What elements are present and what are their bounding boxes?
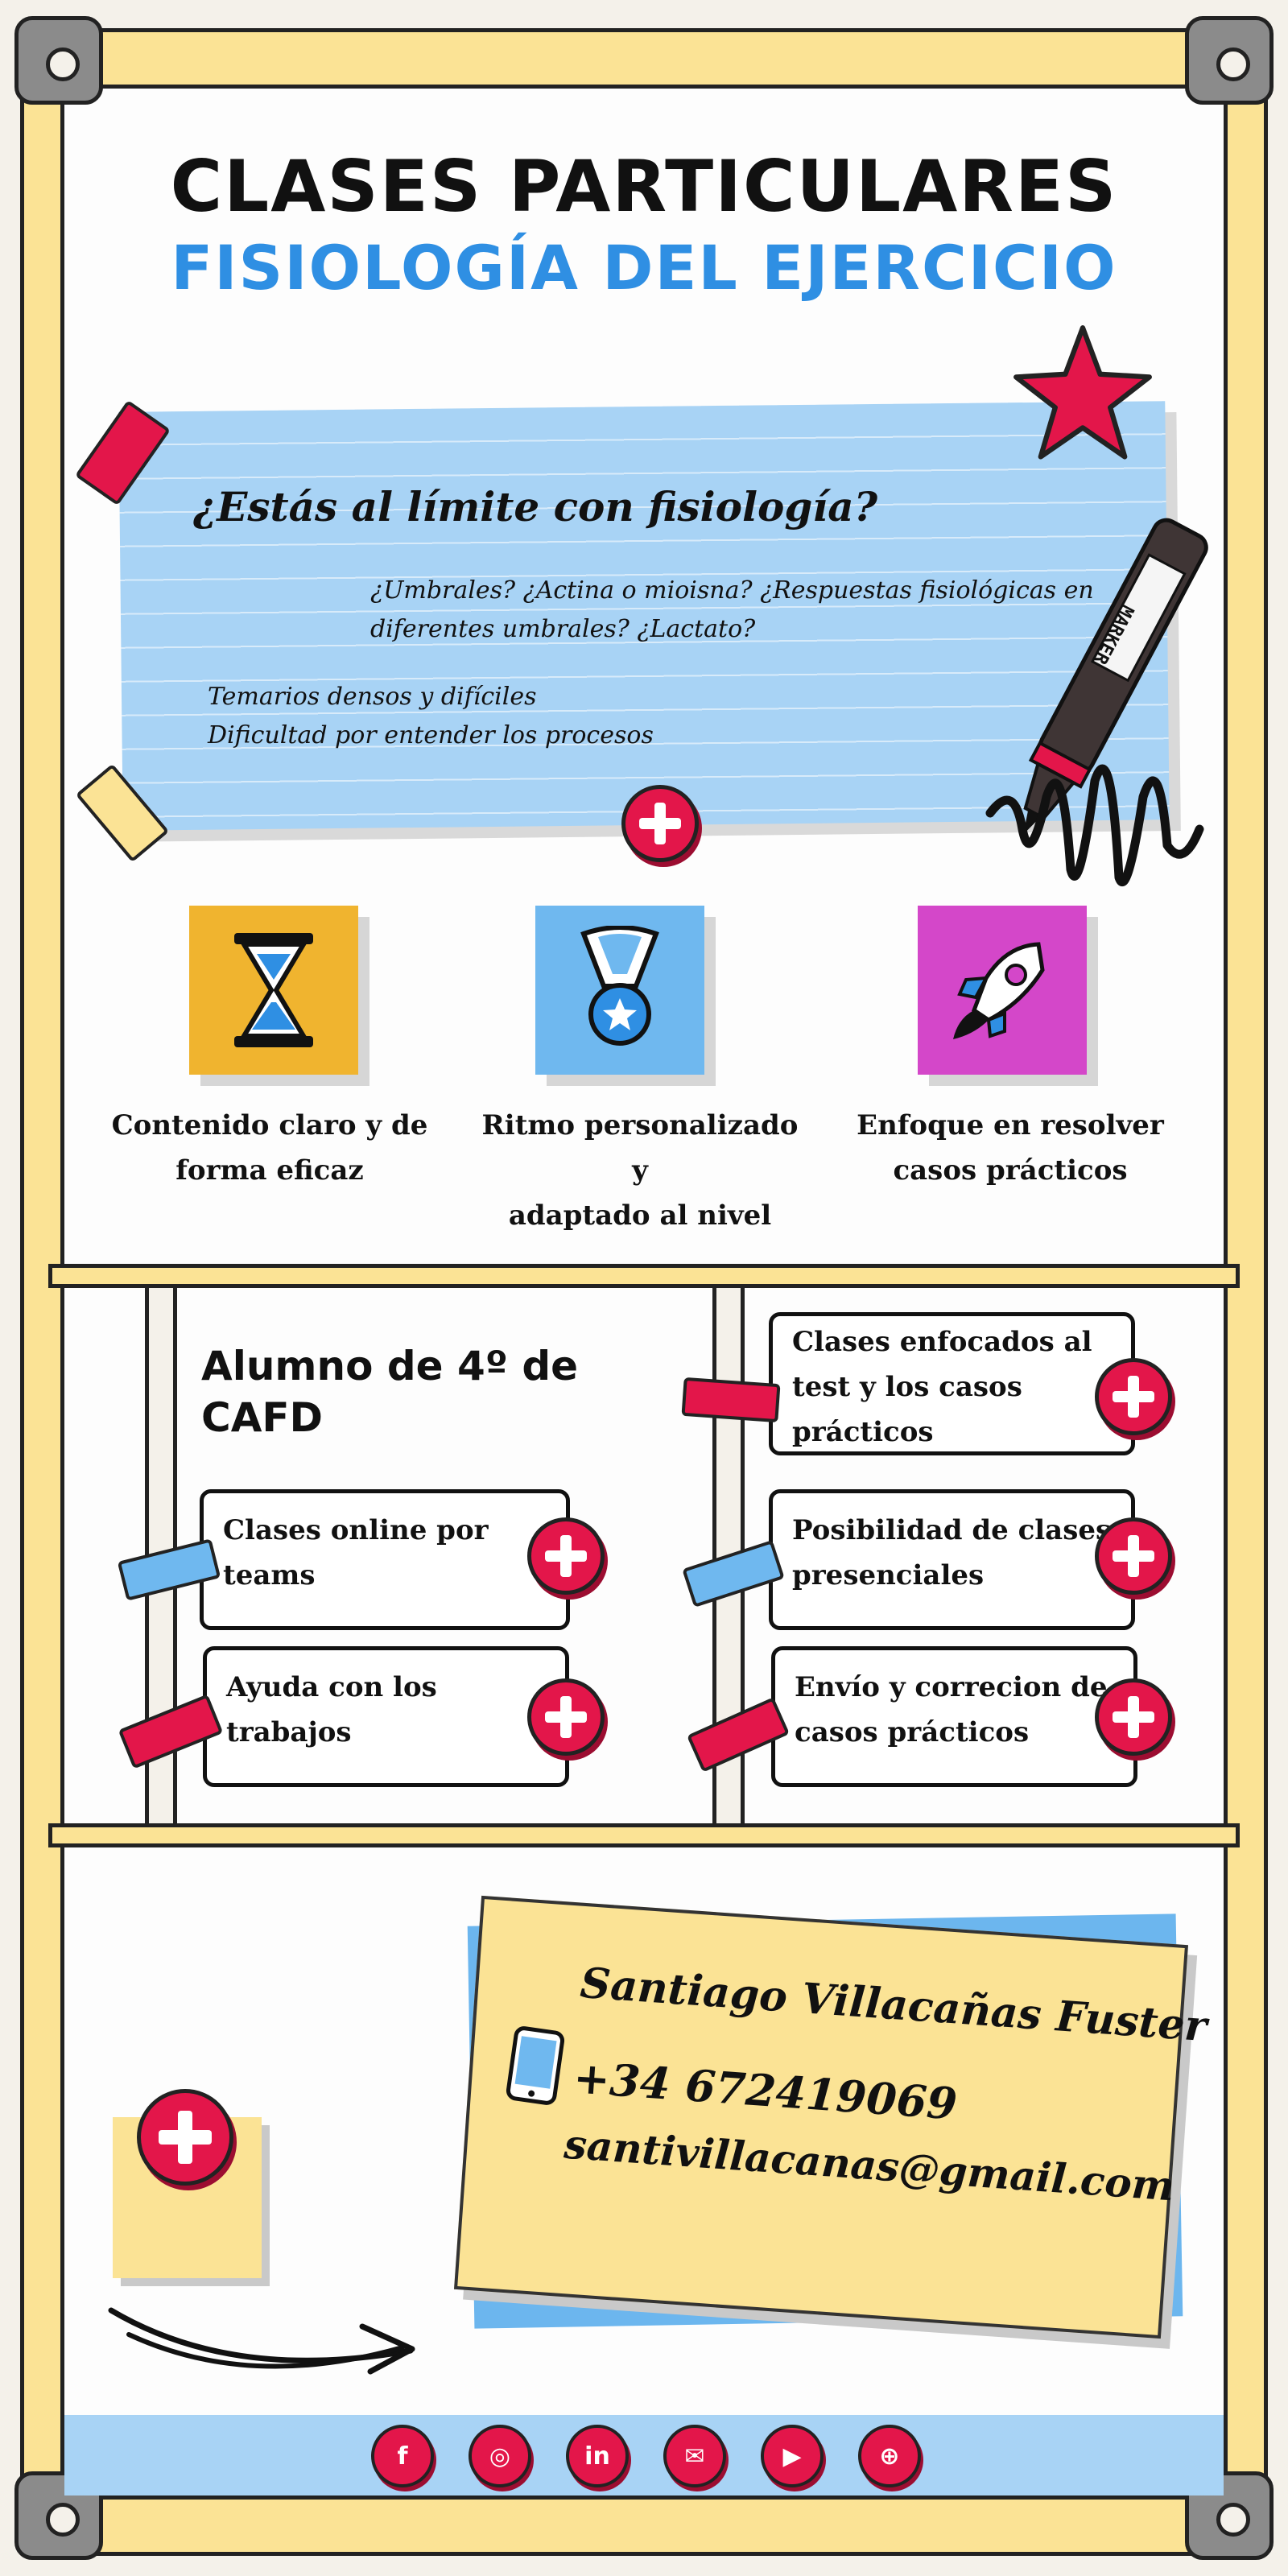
marker-pen-icon: MARKER: [985, 518, 1208, 887]
corner-bolt-top-left: [14, 16, 103, 105]
phone-icon: [506, 2026, 565, 2105]
service-card-in-person[interactable]: Posibilidad de clases presenciales: [769, 1489, 1135, 1630]
social-glyph: f: [397, 2442, 408, 2471]
card-line: trabajos: [226, 1716, 352, 1748]
frame-right-bar: [1224, 48, 1268, 2536]
card-line: test y los casos: [792, 1371, 1022, 1403]
social-glyph: ✉: [684, 2442, 705, 2471]
card-line: Envío y correcion de: [795, 1671, 1108, 1703]
plus-button-note[interactable]: [137, 2089, 233, 2186]
star-icon: [1013, 325, 1152, 460]
intro-topics: ¿Umbrales? ¿Actina o mioisna? ¿Respuesta…: [370, 576, 1094, 643]
swoosh-arrow-icon: [108, 2307, 415, 2375]
pain-item: Temarios densos y difíciles: [208, 683, 537, 711]
plus-button-test-focus[interactable]: [1095, 1358, 1172, 1435]
feature-line: adaptado al nivel: [508, 1199, 772, 1232]
social-glyph: in: [584, 2442, 610, 2471]
mail-icon[interactable]: ✉: [663, 2425, 726, 2487]
footer-band: [64, 2415, 1224, 2496]
feature-text-clear: Contenido claro y de forma eficaz: [101, 1103, 439, 1193]
globe-icon[interactable]: ⊕: [858, 2425, 921, 2487]
medal-icon: [580, 926, 659, 1046]
plus-button-notebook[interactable]: [621, 785, 699, 862]
page-subtitle: FISIOLOGÍA DEL EJERCICIO: [171, 232, 1117, 303]
intro-question: ¿Estás al límite con fisiología?: [193, 483, 877, 530]
feature-line: casos prácticos: [893, 1154, 1128, 1187]
social-glyph: ▶: [782, 2442, 802, 2471]
service-card-corrections[interactable]: Envío y correcion de casos prácticos: [771, 1646, 1137, 1787]
frame-top-bar: [32, 28, 1256, 89]
feature-line: forma eficaz: [175, 1154, 364, 1187]
service-card-work-help[interactable]: Ayuda con los trabajos: [203, 1646, 569, 1787]
feature-tile-medal: [535, 906, 704, 1075]
corner-bolt-top-right: [1185, 16, 1274, 105]
services-heading: Alumno de 4º de CAFD: [201, 1343, 579, 1441]
service-card-test-focus[interactable]: Clases enfocados al test y los casos prá…: [769, 1312, 1135, 1455]
card-line: Posibilidad de clases: [792, 1514, 1112, 1546]
card-line: Ayuda con los: [226, 1671, 437, 1703]
page-title: CLASES PARTICULARES: [170, 145, 1118, 228]
feature-line: Enfoque en resolver: [857, 1109, 1164, 1141]
instagram-icon[interactable]: ◎: [469, 2425, 531, 2487]
feature-text-pace: Ritmo personalizado y adaptado al nivel: [471, 1103, 809, 1238]
plus-button-in-person[interactable]: [1095, 1517, 1172, 1595]
plus-button-corrections[interactable]: [1095, 1678, 1172, 1756]
card-line: teams: [223, 1559, 316, 1591]
youtube-icon[interactable]: ▶: [761, 2425, 824, 2487]
tape-red-card-3: [681, 1377, 781, 1423]
card-line: Clases online por: [223, 1514, 489, 1546]
pain-item: Dificultad por entender los procesos: [208, 721, 654, 749]
plus-button-work-help[interactable]: [527, 1678, 605, 1756]
feature-tile-rocket: [918, 906, 1087, 1075]
feature-tile-hourglass: [189, 906, 358, 1075]
linkedin-icon[interactable]: in: [566, 2425, 629, 2487]
service-card-online[interactable]: Clases online por teams: [200, 1489, 570, 1630]
feature-line: Contenido claro y de: [111, 1109, 428, 1141]
plus-button-online[interactable]: [527, 1517, 605, 1595]
facebook-icon[interactable]: f: [371, 2425, 434, 2487]
frame-bottom-bar: [32, 2496, 1256, 2556]
card-line: prácticos: [792, 1416, 934, 1448]
feature-text-practice: Enfoque en resolver casos prácticos: [841, 1103, 1179, 1193]
card-line: casos prácticos: [795, 1716, 1030, 1748]
rocket-icon: [953, 942, 1045, 1039]
social-glyph: ⊕: [879, 2442, 900, 2471]
social-glyph: ◎: [489, 2442, 511, 2471]
card-line: presenciales: [792, 1559, 985, 1591]
frame-left-bar: [20, 48, 64, 2536]
card-line: Clases enfocados al: [792, 1326, 1092, 1358]
hourglass-icon: [234, 933, 313, 1047]
feature-line: Ritmo personalizado y: [481, 1109, 799, 1187]
intro-pains: Temarios densos y difíciles Dificultad p…: [208, 678, 654, 755]
